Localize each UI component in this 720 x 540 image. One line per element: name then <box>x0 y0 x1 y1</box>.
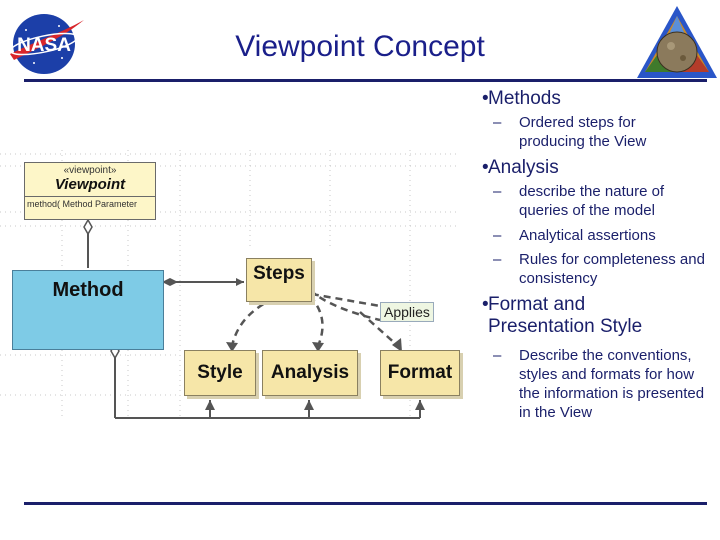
triangle-planet-logo <box>635 4 719 82</box>
top-rule <box>24 79 707 82</box>
sub-bullet-ordered-steps: –Ordered steps for producing the View <box>493 114 647 150</box>
class-divider <box>25 196 155 197</box>
viewpoint-name: Viewpoint <box>54 176 126 193</box>
viewpoint-operation: method( Method Parameter <box>27 199 138 209</box>
steps-node: Steps <box>246 258 312 302</box>
bottom-rule <box>24 502 707 505</box>
bullet-format: •Format and Presentation Style <box>482 294 643 337</box>
style-node: Style <box>184 350 256 396</box>
stereotype-label: «viewpoint» <box>63 165 117 176</box>
nasa-logo: NASA <box>4 8 86 76</box>
sub-bullet-rules: –Rules for completeness and consistency <box>493 251 705 287</box>
format-node: Format <box>380 350 460 396</box>
sub-bullet-conventions: –Describe the conventions, styles and fo… <box>493 347 705 421</box>
viewpoint-class: «viewpoint» Viewpoint method( Method Par… <box>24 162 156 220</box>
bullet-analysis: •Analysis <box>482 157 559 178</box>
method-node: Method <box>12 270 164 350</box>
analysis-node: Analysis <box>262 350 358 396</box>
slide-title: Viewpoint Concept <box>235 30 485 63</box>
sub-bullet-queries: –describe the nature of queries of the m… <box>493 183 665 219</box>
diamond-icon <box>83 218 93 236</box>
viewpoint-diagram: «viewpoint» Viewpoint method( Method Par… <box>0 140 460 420</box>
applies-label: Applies <box>380 302 434 322</box>
sub-bullet-assertions: –Analytical assertions <box>493 227 656 244</box>
svg-text:NASA: NASA <box>17 35 71 56</box>
